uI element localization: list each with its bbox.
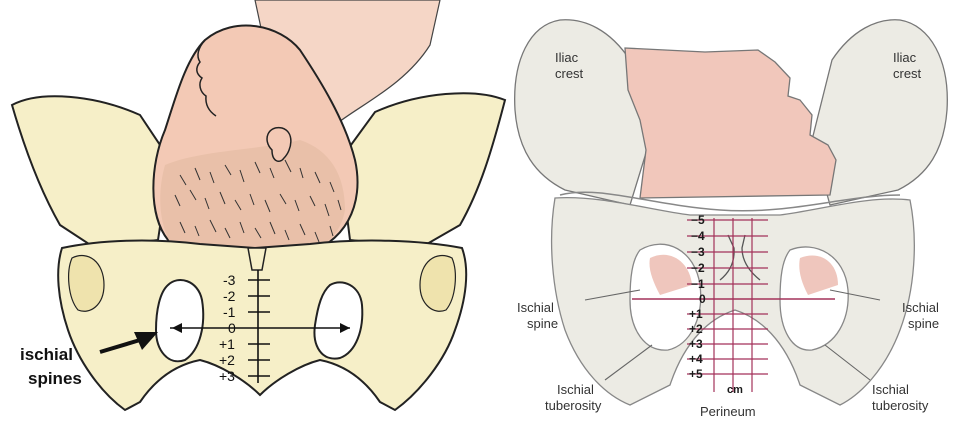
ischial-spine-left-line1: Ischial [517,300,554,315]
right-station-label: +4 [689,352,703,366]
ischial-tuberosity-right-line1: Ischial [872,382,909,397]
ischial-spine-right-line2: spine [908,316,939,331]
ischial-tuberosity-left-line2: tuberosity [545,398,602,413]
left-station-label: -2 [223,288,236,304]
left-panel: -3 -2 -1 0 +1 +2 +3 ischial spines [12,0,505,410]
left-station-label: -3 [223,272,236,288]
right-station-label: −1 [691,277,705,291]
right-station-label: −3 [691,245,705,259]
right-station-label: +5 [689,367,703,381]
right-station-label: −5 [691,213,705,227]
right-station-label: −4 [691,229,705,243]
right-station-label: 0 [699,292,706,306]
left-station-label: -1 [223,304,236,320]
ischial-tuberosity-right-line2: tuberosity [872,398,929,413]
right-panel: −5 −4 −3 −2 −1 0 +1 +2 +3 +4 +5 cm Perin… [515,20,948,419]
ischial-tuberosity-left-line1: Ischial [557,382,594,397]
unit-label: cm [727,384,743,396]
left-station-label: +1 [219,336,235,352]
right-station-label: +1 [689,307,703,321]
ischial-spine-right-line1: Ischial [902,300,939,315]
left-station-label: +2 [219,352,235,368]
ischial-spine-left-line2: spine [527,316,558,331]
iliac-crest-right-line2: crest [893,66,922,81]
iliac-crest-left-line2: crest [555,66,584,81]
ischial-spines-label-line1: ischial [20,345,73,364]
fetal-hair [160,140,345,259]
left-station-label: 0 [228,320,236,336]
sacrum [248,248,266,270]
right-panel-fetal-head [625,48,836,198]
left-foramen [156,280,203,361]
right-station-label: +2 [689,322,703,336]
ischial-spines-label-line2: spines [28,369,82,388]
right-panel-left-wing [515,20,650,205]
perineum-label: Perineum [700,404,756,419]
iliac-crest-left-line1: Iliac [555,50,579,65]
right-station-label: −2 [691,261,705,275]
left-station-label: +3 [219,368,235,384]
right-station-label: +3 [689,337,703,351]
iliac-crest-right-line1: Iliac [893,50,917,65]
